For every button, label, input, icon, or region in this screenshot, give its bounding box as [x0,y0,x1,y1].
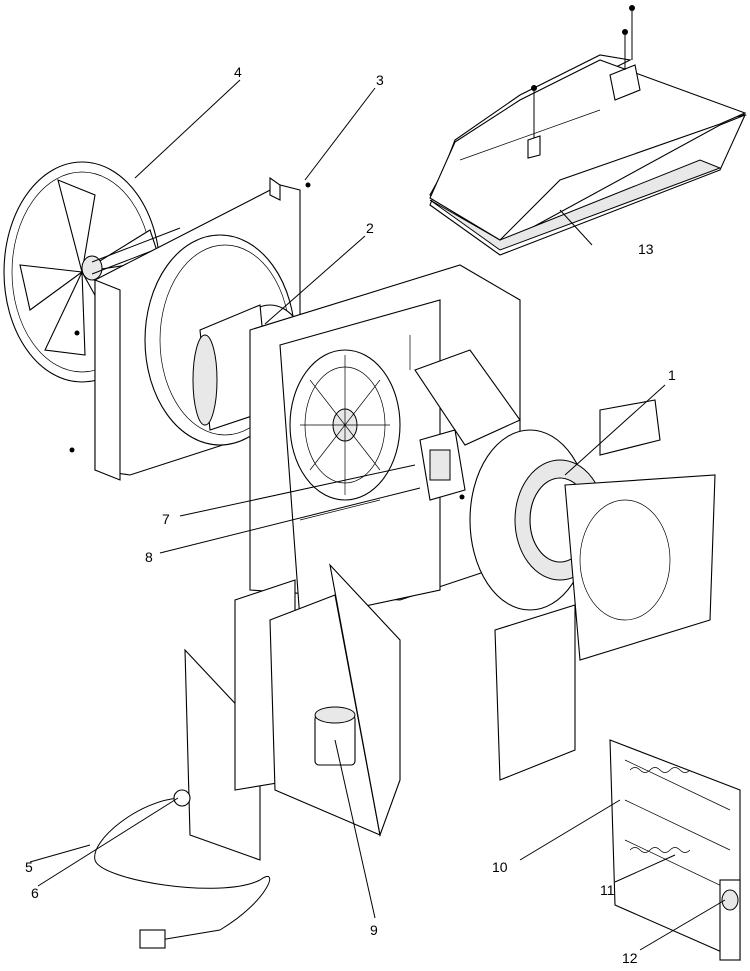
callout-3: 3 [376,72,384,88]
callout-5: 5 [25,859,33,875]
callout-12: 12 [622,950,638,966]
callout-2: 2 [366,220,374,236]
callout-10: 10 [492,859,508,875]
callout-7: 7 [162,511,170,527]
callout-11: 11 [600,882,615,898]
control-panel [414,349,521,501]
part-13-top-cover [429,5,748,256]
callout-4: 4 [234,64,242,80]
chassis-bulkhead [249,264,521,621]
callout-8: 8 [145,549,153,565]
callout-9: 9 [370,922,378,938]
callout-6: 6 [31,885,39,901]
callout-1: 1 [668,367,676,383]
part-9-capacitor [314,706,356,766]
callout-13: 13 [638,241,654,257]
callout-labels: 1 2 3 4 5 6 7 8 9 10 11 12 13 [25,64,676,966]
part-5-6-power-cord [94,789,270,949]
part-10-11-12-heater [609,739,741,961]
lower-panels [184,563,576,861]
part-1-blower [469,399,716,661]
leader-lines [29,79,726,951]
